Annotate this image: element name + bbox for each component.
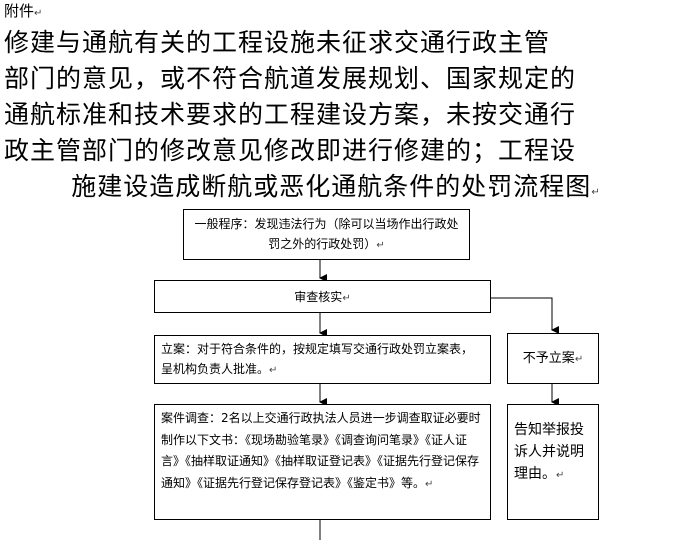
box-not-filed: 不予立案↵ xyxy=(507,333,599,384)
box-general-procedure: 一般程序：发现违法行为（除可以当场作出行政处罚之外的行政处罚）↵ xyxy=(183,209,470,260)
title-line-4: 政主管部门的修改意见修改即进行修建的；工程设 xyxy=(4,136,577,165)
document-title: 修建与通航有关的工程设施未征求交通行政主管 部门的意见，或不符合航道发展规划、国… xyxy=(4,25,668,211)
box-investigation: 案件调查：2名以上交通行政执法人员进一步调查取证必要时制作以下文书：《现场勘验笔… xyxy=(154,404,491,520)
title-line-5: 施建设造成断航或恶化通航条件的处罚流程图↵ xyxy=(71,172,601,201)
attachment-label: 附件↵ xyxy=(4,2,43,20)
box-review: 审查核实↵ xyxy=(154,280,491,313)
box-case-filing: 立案：对于符合条件的，按规定填写交通行政处罚立案表，呈机构负责人批准。↵ xyxy=(154,335,491,384)
box-notify-reporter: 告知举报投诉人并说明理由。↵ xyxy=(507,404,599,520)
title-line-2: 部门的意见，或不符合航道发展规划、国家规定的 xyxy=(4,64,577,93)
title-line-1: 修建与通航有关的工程设施未征求交通行政主管 xyxy=(4,28,551,57)
connector-review-to-not-filed xyxy=(490,297,553,323)
title-line-3: 通航标准和技术要求的工程建设方案，未按交通行 xyxy=(4,100,577,129)
